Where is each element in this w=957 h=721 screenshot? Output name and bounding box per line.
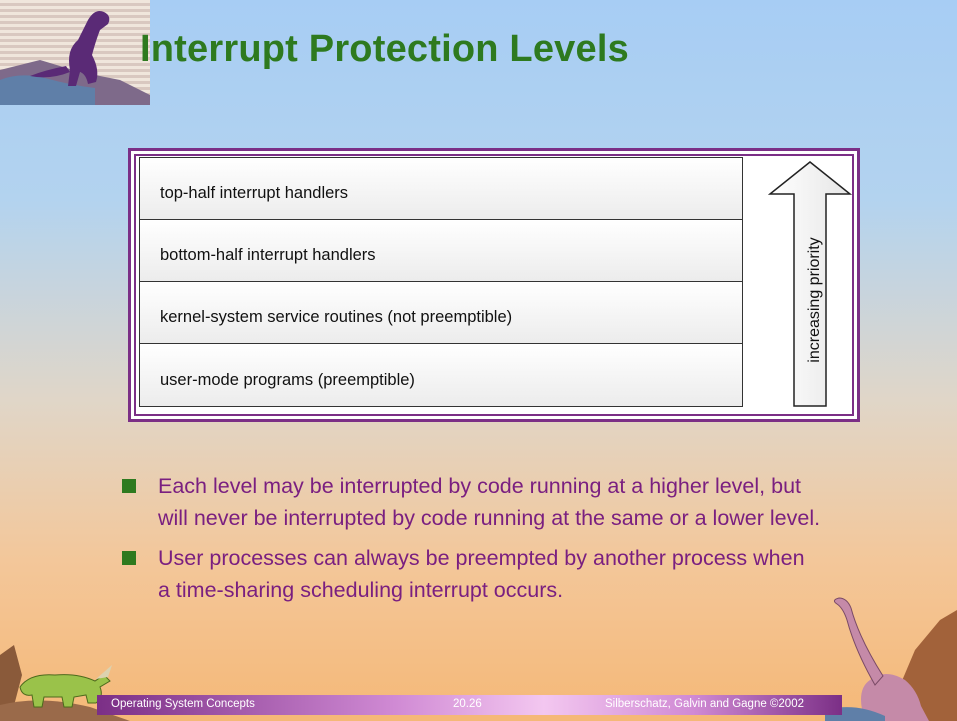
protection-levels-table: top-half interrupt handlers bottom-half … (139, 157, 743, 407)
bullet-square-icon (122, 479, 136, 493)
level-label: bottom-half interrupt handlers (160, 246, 376, 264)
level-top-half: top-half interrupt handlers (140, 158, 742, 220)
brontosaurus-icon (825, 597, 957, 721)
bullet-text: User processes can always be preempted b… (158, 546, 805, 602)
slide-title: Interrupt Protection Levels (140, 28, 629, 70)
level-label: user-mode programs (preemptible) (160, 371, 415, 389)
bullet-text: Each level may be interrupted by code ru… (158, 474, 821, 530)
level-label: top-half interrupt handlers (160, 184, 349, 202)
arrow-label: increasing priority (806, 237, 823, 363)
bullet-list: Each level may be interrupted by code ru… (122, 470, 822, 614)
level-kernel-service: kernel-system service routines (not pree… (140, 282, 742, 344)
triceratops-icon (0, 645, 130, 721)
bullet-square-icon (122, 551, 136, 565)
footer-bar (97, 695, 842, 715)
dinosaur-top-left-icon (0, 11, 150, 105)
footer-course-title: Operating System Concepts (111, 698, 255, 710)
level-user-mode: user-mode programs (preemptible) (140, 344, 742, 406)
footer-page-number: 20.26 (453, 698, 482, 710)
bullet-item: User processes can always be preempted b… (122, 542, 822, 606)
priority-arrow-icon (768, 161, 853, 407)
bullet-item: Each level may be interrupted by code ru… (122, 470, 822, 534)
footer-authors: Silberschatz, Galvin and Gagne ©2002 (605, 698, 804, 710)
level-bottom-half: bottom-half interrupt handlers (140, 220, 742, 282)
level-label: kernel-system service routines (not pree… (160, 308, 513, 326)
